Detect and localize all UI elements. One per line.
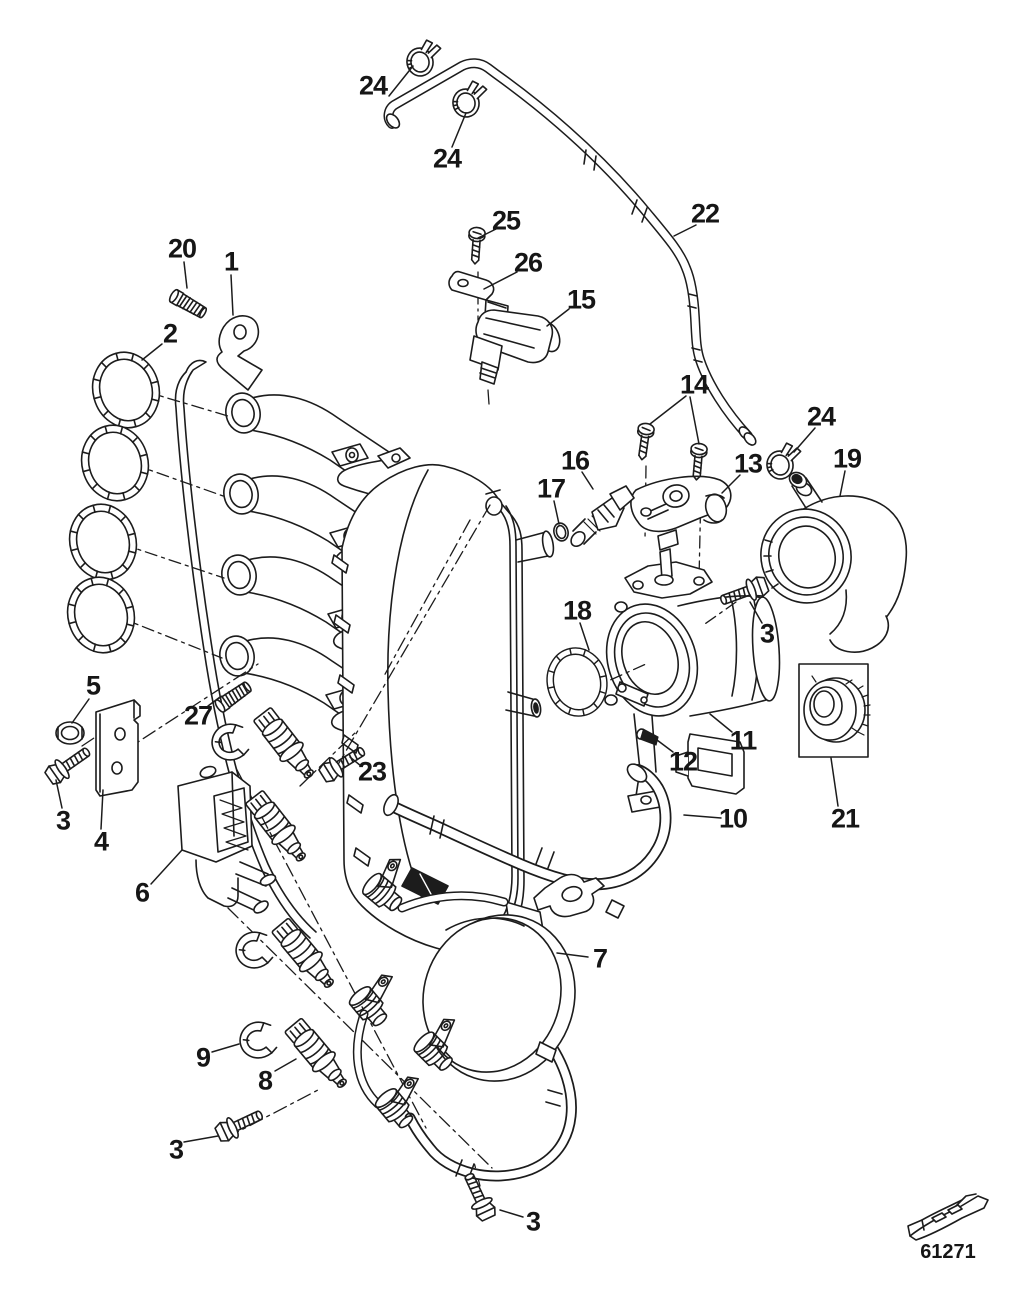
seal-ring-18 bbox=[540, 641, 647, 723]
leader-line bbox=[689, 396, 700, 445]
vent-hose bbox=[383, 58, 757, 446]
leader-line bbox=[451, 112, 467, 148]
leader-line bbox=[649, 395, 687, 425]
boxed-part-21 bbox=[798, 663, 871, 758]
fuel-rail-7 bbox=[346, 851, 625, 1182]
leader-line bbox=[553, 500, 560, 525]
bracket-4 bbox=[95, 699, 141, 797]
leader-line bbox=[230, 274, 234, 316]
intake-manifold bbox=[174, 315, 555, 961]
leader-line bbox=[183, 1135, 219, 1143]
leader-line bbox=[183, 261, 188, 289]
leader-line bbox=[207, 696, 221, 707]
leader-line bbox=[721, 474, 741, 494]
temp-sensor-16 bbox=[570, 485, 635, 548]
leader-line bbox=[546, 308, 570, 327]
leader-line bbox=[141, 343, 163, 361]
pin-12 bbox=[636, 728, 659, 746]
leader-line bbox=[150, 849, 183, 885]
leader-line bbox=[55, 779, 63, 809]
leader-line bbox=[830, 757, 839, 807]
leader-line bbox=[388, 65, 414, 97]
leader-line bbox=[579, 622, 590, 651]
leader-line bbox=[709, 713, 733, 733]
purge-valve-6 bbox=[177, 765, 277, 914]
boat-logo bbox=[907, 1193, 989, 1241]
drawing-number: 61271 bbox=[920, 1241, 976, 1263]
leader-line bbox=[100, 789, 104, 830]
leader-line bbox=[673, 224, 697, 237]
leader-line bbox=[499, 1209, 524, 1218]
leader-lines bbox=[55, 65, 846, 1218]
hose-clamps bbox=[402, 36, 807, 483]
leader-line bbox=[793, 427, 816, 453]
leader-line bbox=[556, 952, 589, 958]
boxed-part-frame bbox=[798, 663, 869, 758]
leader-line bbox=[349, 756, 362, 767]
screw-25 bbox=[466, 226, 487, 321]
leader-line bbox=[211, 1043, 240, 1053]
nut-5 bbox=[55, 721, 85, 745]
leader-line bbox=[839, 470, 846, 497]
air-elbow-19 bbox=[760, 471, 908, 653]
tps-sensor-13 bbox=[630, 475, 732, 551]
throttle-body bbox=[604, 465, 781, 813]
stud-20 bbox=[167, 287, 210, 321]
o-ring-17 bbox=[553, 522, 569, 542]
bracket-11 bbox=[675, 733, 745, 795]
leader-line bbox=[483, 271, 518, 290]
leader-line bbox=[656, 739, 674, 753]
seal-rings bbox=[58, 343, 229, 662]
map-sensor-15 bbox=[469, 309, 561, 405]
bolt-3-bottom-left bbox=[212, 1103, 267, 1146]
leader-line bbox=[581, 471, 594, 490]
leader-line bbox=[477, 228, 497, 239]
leader-line bbox=[683, 814, 722, 819]
leader-line bbox=[71, 698, 90, 724]
leader-line bbox=[274, 1058, 297, 1072]
plenum-cover bbox=[331, 447, 555, 961]
bolt-3-left bbox=[41, 740, 96, 789]
leader-line bbox=[749, 601, 763, 624]
